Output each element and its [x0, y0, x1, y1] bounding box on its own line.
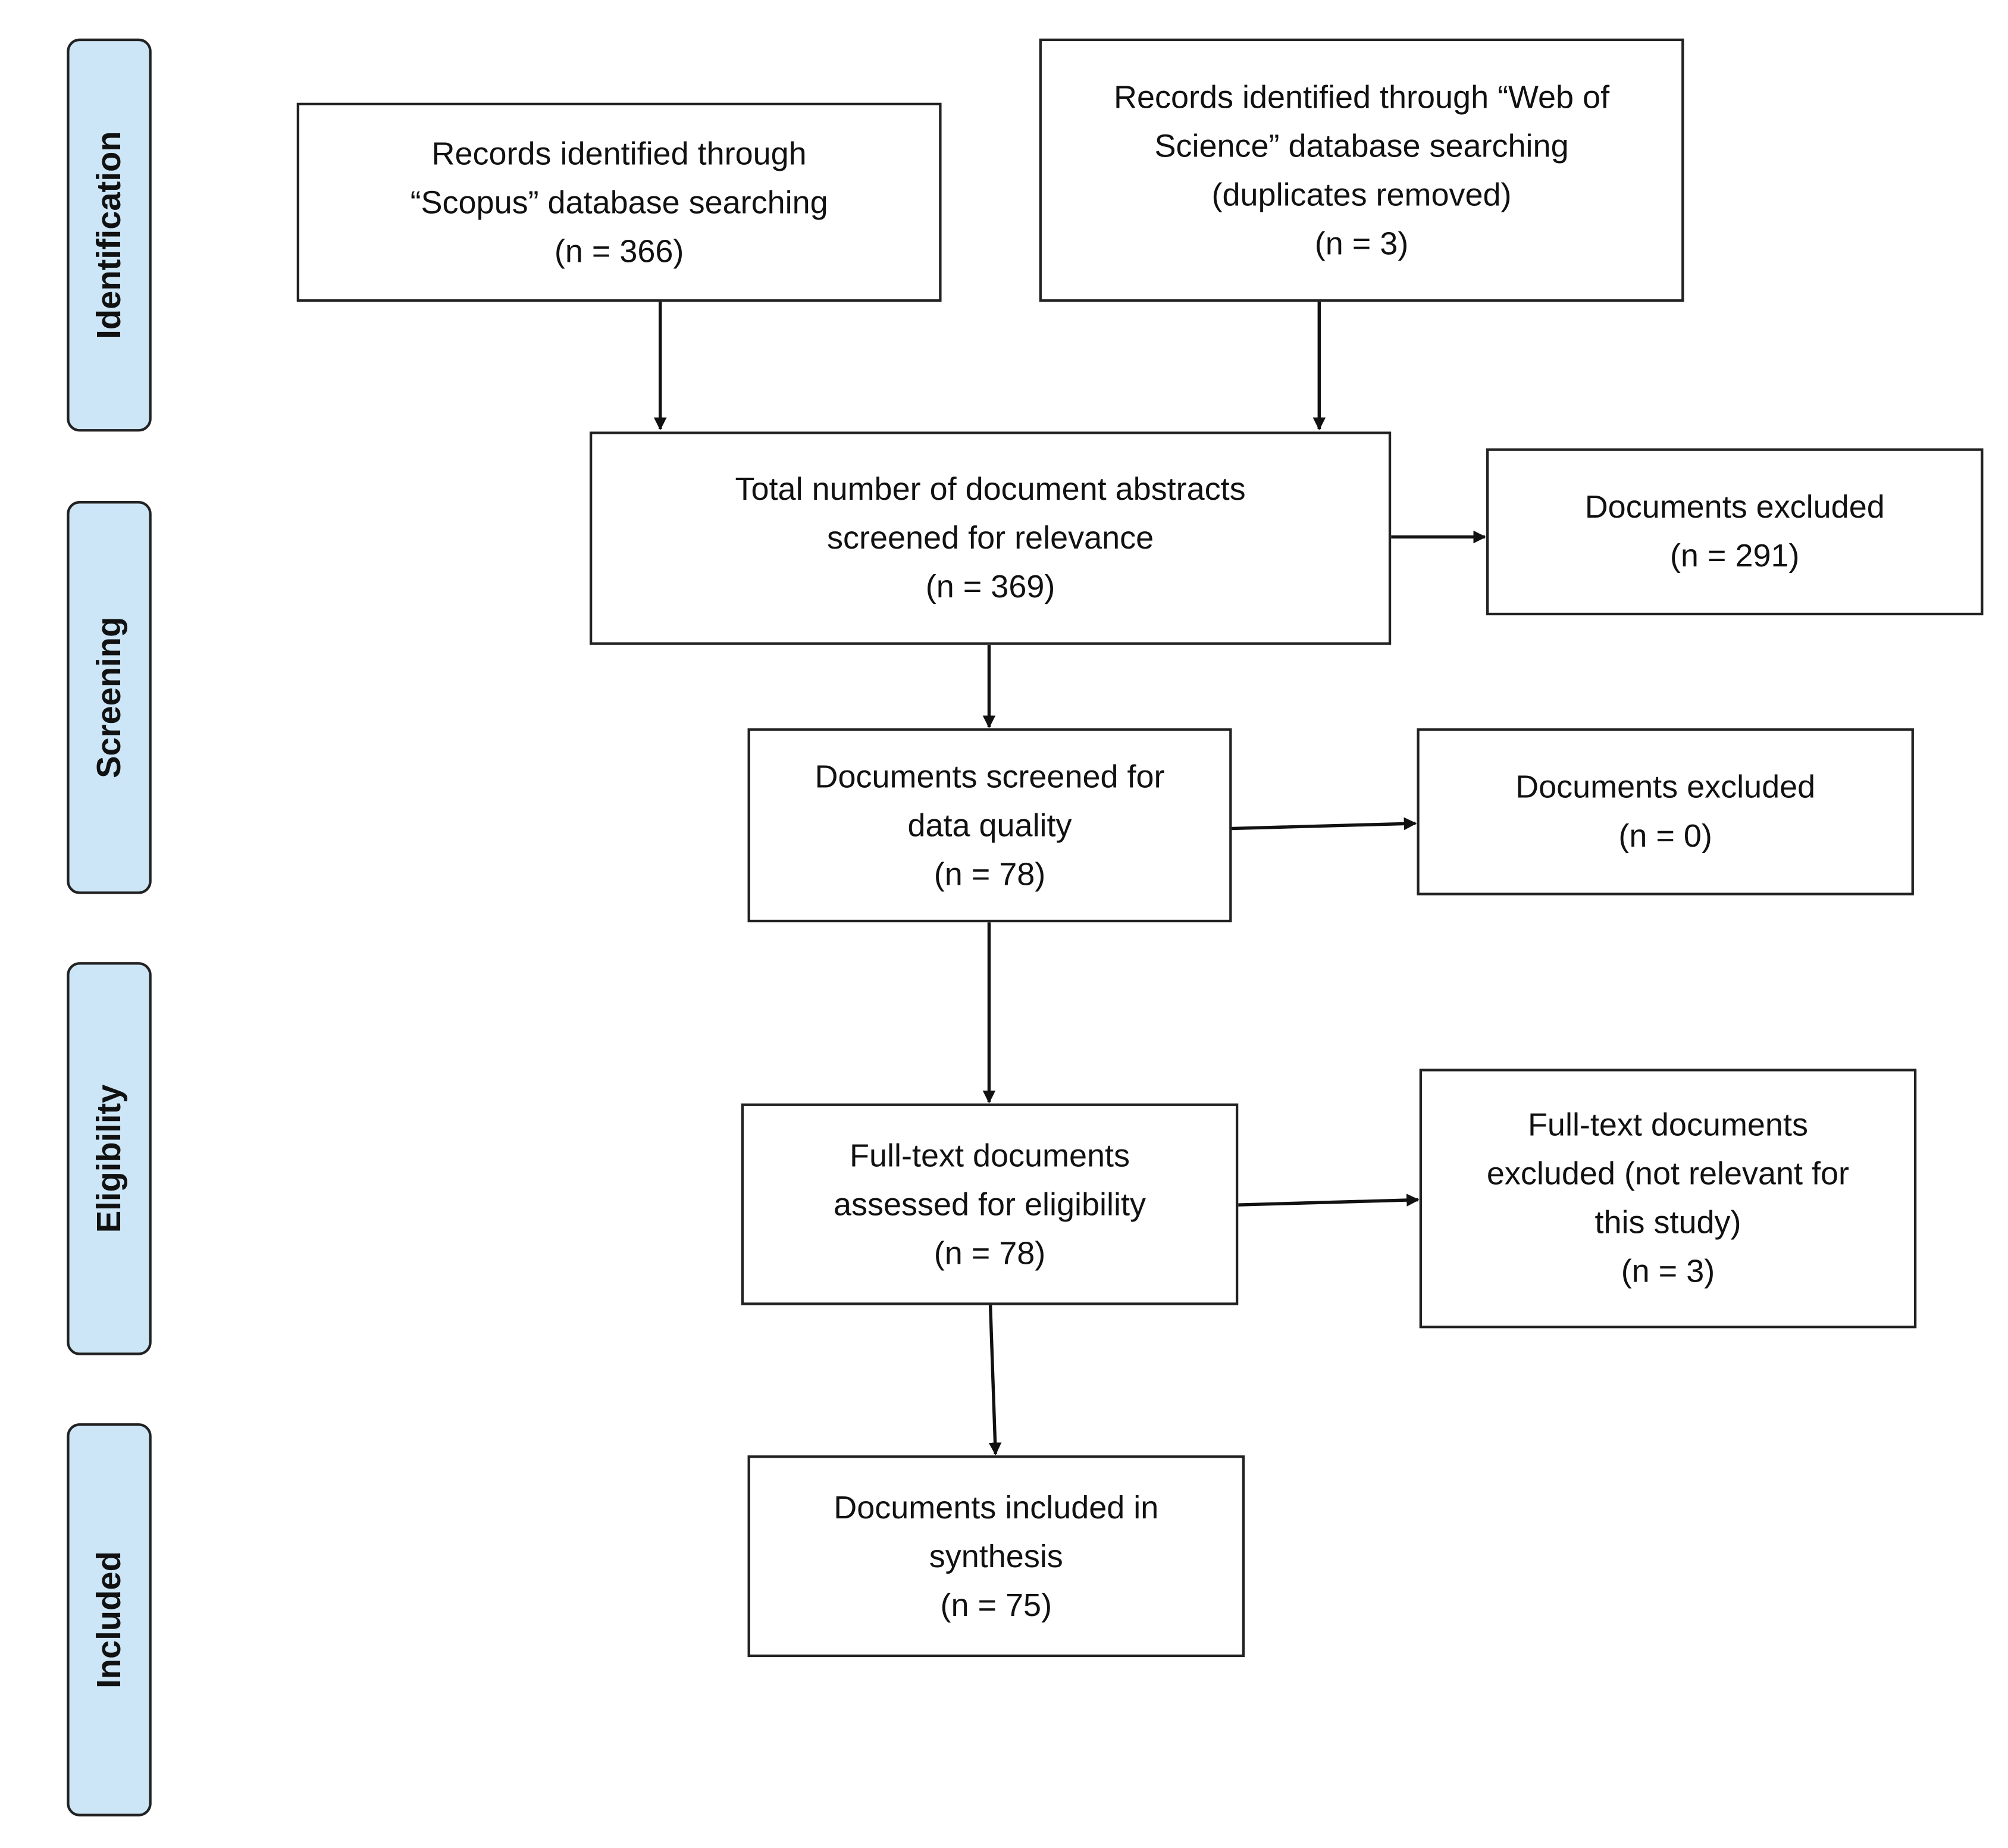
box-line: Full-text documents — [850, 1137, 1130, 1174]
phase-included: Included — [67, 1423, 152, 1816]
box-line: Documents excluded — [1515, 769, 1816, 806]
box-fulltext-assessed: Full-text documents assessed for eligibi… — [741, 1103, 1239, 1305]
box-line: (n = 369) — [925, 569, 1055, 605]
box-included-synthesis: Documents included in synthesis (n = 75) — [747, 1455, 1245, 1658]
box-line: (duplicates removed) — [1211, 176, 1512, 213]
box-line: Documents screened for — [815, 758, 1165, 795]
box-line: Total number of document abstracts — [735, 471, 1246, 508]
box-total-screened: Total number of document abstracts scree… — [589, 431, 1392, 645]
box-line: screened for relevance — [827, 520, 1154, 556]
phase-eligibility: Eligibility — [67, 962, 152, 1355]
box-line: Science” database searching — [1154, 127, 1569, 164]
box-excluded-quality: Documents excluded (n = 0) — [1417, 728, 1914, 895]
arrow-fulltext-to-excluded — [1237, 1194, 1420, 1207]
arrow-fulltext-to-included — [988, 1305, 1002, 1456]
box-line: Documents included in — [834, 1489, 1159, 1526]
box-excluded-fulltext: Full-text documents excluded (not releva… — [1419, 1069, 1917, 1329]
box-line: Records identified through “Web of — [1113, 79, 1610, 115]
box-line: Documents excluded — [1584, 489, 1885, 526]
box-line: (n = 366) — [554, 233, 684, 270]
box-line: “Scopus” database searching — [410, 184, 828, 221]
phase-screening: Screening — [67, 501, 152, 894]
box-line: (n = 291) — [1669, 538, 1800, 575]
box-line: Full-text documents — [1527, 1107, 1808, 1144]
box-wos-records: Records identified through “Web of Scien… — [1039, 38, 1684, 302]
box-line: (n = 75) — [940, 1587, 1052, 1623]
box-line: (n = 78) — [933, 1235, 1046, 1271]
box-line: (n = 0) — [1618, 818, 1712, 854]
box-quality-screened: Documents screened for data quality (n =… — [747, 728, 1232, 923]
box-scopus-records: Records identified through “Scopus” data… — [296, 102, 942, 302]
box-line: assessed for eligibility — [833, 1186, 1146, 1223]
box-line: excluded (not relevant for — [1486, 1156, 1849, 1192]
box-line: (n = 3) — [1621, 1254, 1715, 1290]
box-excluded-abstracts: Documents excluded (n = 291) — [1486, 448, 1984, 616]
box-line: (n = 78) — [933, 856, 1046, 892]
box-line: synthesis — [929, 1538, 1063, 1574]
phase-identification: Identification — [67, 38, 152, 432]
box-line: (n = 3) — [1314, 225, 1409, 262]
box-line: data quality — [907, 807, 1072, 844]
box-line: this study) — [1595, 1205, 1741, 1241]
box-line: Records identified through — [431, 135, 807, 172]
arrow-quality-to-excluded — [1230, 817, 1417, 831]
